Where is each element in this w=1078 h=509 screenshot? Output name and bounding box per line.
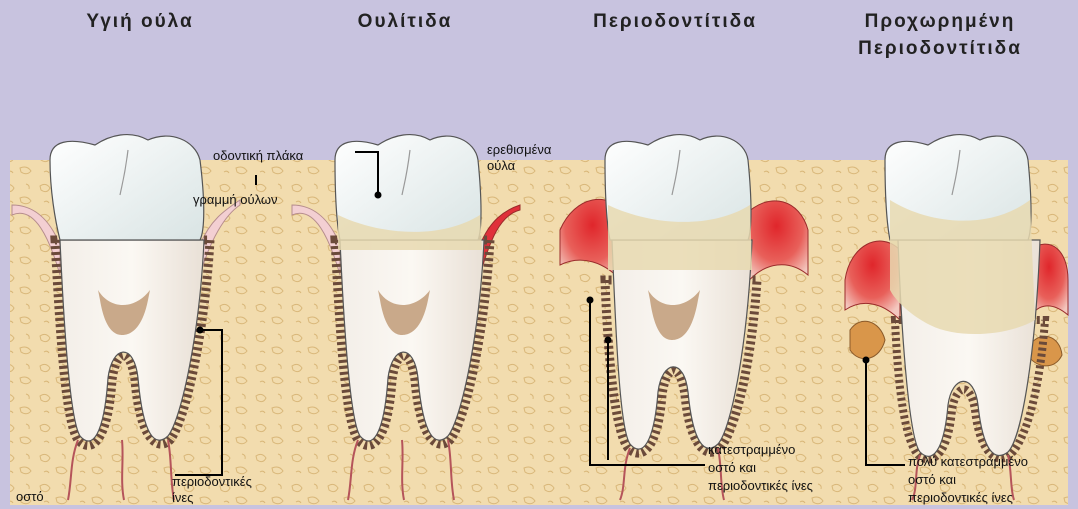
label-dental-plaque: οδοντική πλάκα xyxy=(213,148,303,163)
label-irritated-gums-2: ούλα xyxy=(487,158,515,173)
label-destroyed-1: κατεστραμμένο xyxy=(708,442,795,457)
marker-fibers xyxy=(197,327,204,334)
marker-very-destroyed xyxy=(863,357,870,364)
title-advanced-line-2: Περιοδοντίτιδα xyxy=(830,35,1050,62)
label-destroyed-2: οστό και xyxy=(708,460,756,475)
title-healthy-gums: Υγιή ούλα xyxy=(40,8,240,35)
label-periodontal-fibers-2: ίνες xyxy=(172,490,193,505)
label-destroyed-3: περιοδοντικές ίνες xyxy=(708,478,813,493)
label-irritated-gums-1: ερεθισμένα xyxy=(487,142,551,157)
label-periodontal-fibers-1: περιοδοντικές xyxy=(172,474,252,489)
marker-destroyed xyxy=(587,297,594,304)
title-periodontitis: Περιοδοντίτιδα xyxy=(560,8,790,35)
label-bone: οστό xyxy=(16,489,44,504)
label-very-destroyed-2: οστό και xyxy=(908,472,956,487)
label-very-destroyed-3: περιοδοντικές ίνες xyxy=(908,490,1013,505)
title-gingivitis: Ουλίτιδα xyxy=(305,8,505,35)
marker-destroyed-2 xyxy=(605,337,612,344)
marker-plaque xyxy=(375,192,382,199)
label-very-destroyed-1: πολύ κατεστραμμένο xyxy=(908,454,1028,469)
healthy-crown xyxy=(50,135,204,240)
label-gum-line: γραμμή ούλων xyxy=(193,192,278,207)
title-advanced-line-1: Προχωρημένη xyxy=(830,8,1050,35)
